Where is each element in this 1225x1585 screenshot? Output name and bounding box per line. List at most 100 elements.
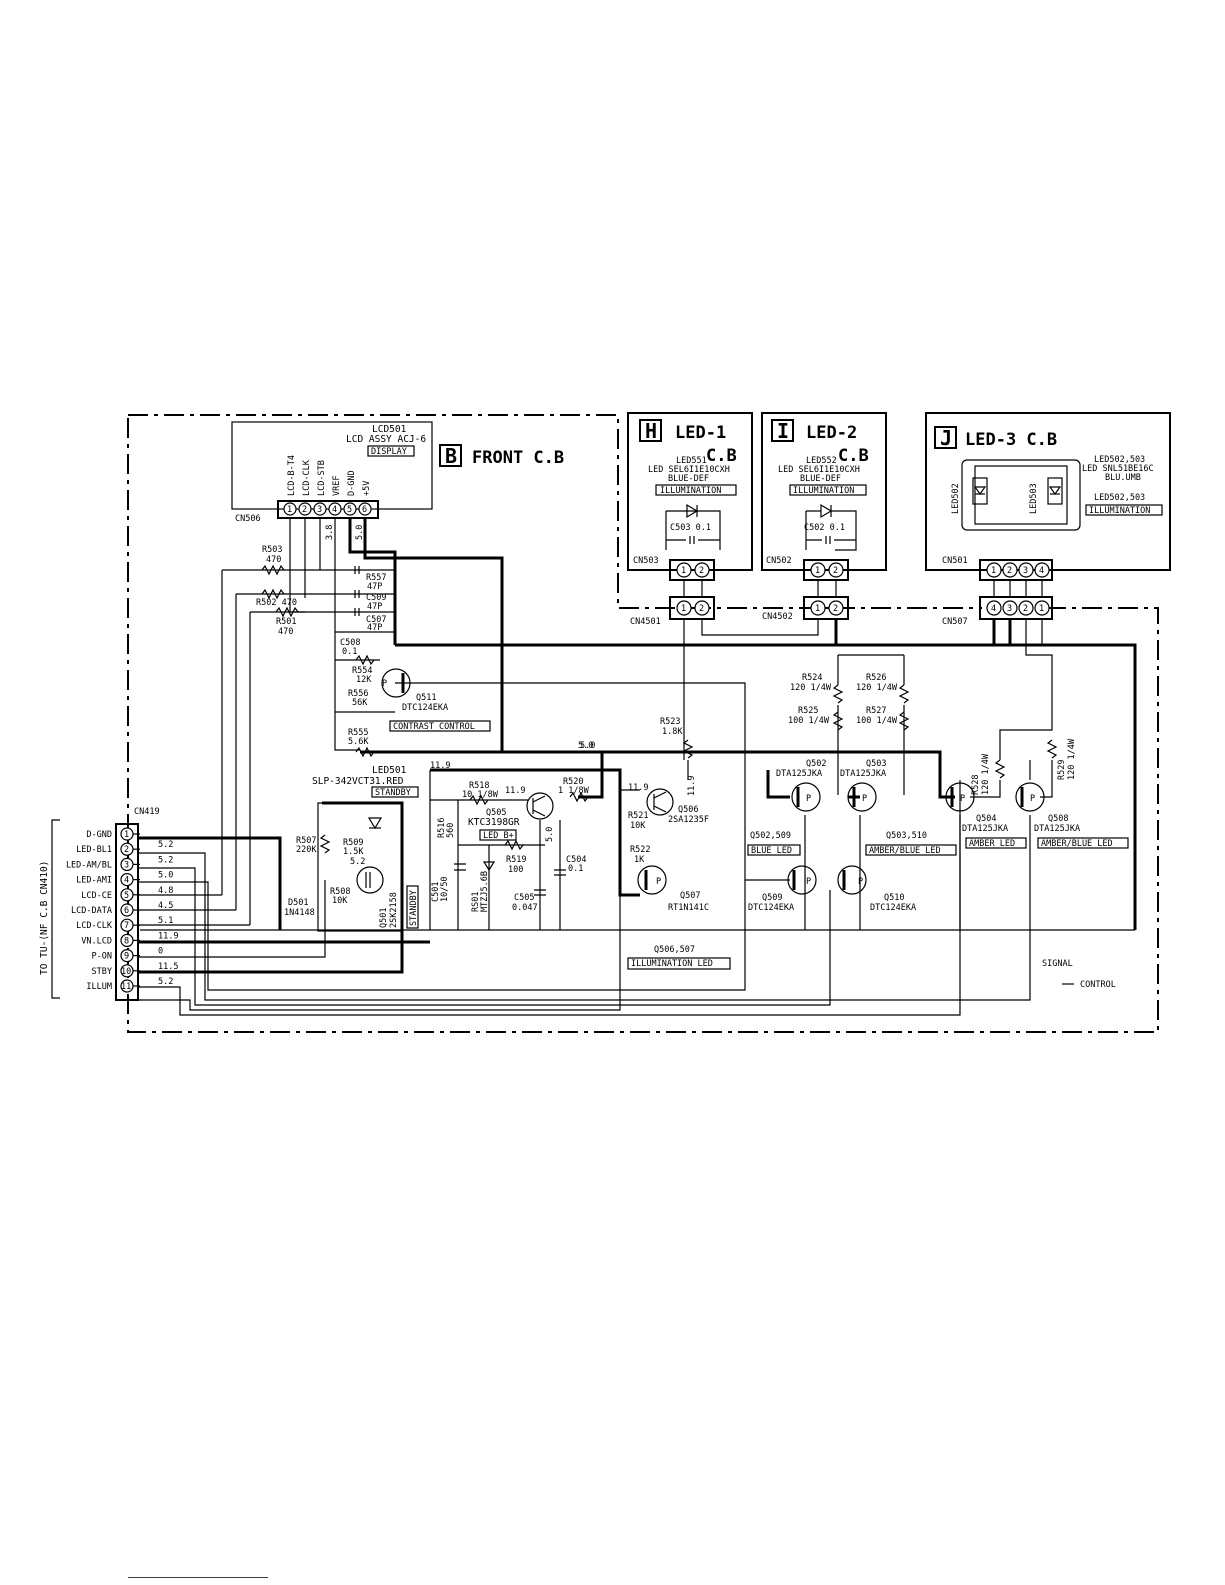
cn419-voltage: 4.5 — [158, 901, 173, 911]
svg-text:LED-2: LED-2 — [806, 423, 857, 443]
svg-text:1: 1 — [681, 604, 686, 614]
svg-text:LED502: LED502 — [951, 483, 961, 514]
transistor-q507-icon: P — [637, 865, 667, 895]
svg-text:R520: R520 — [563, 777, 583, 787]
svg-text:R508: R508 — [330, 887, 350, 897]
svg-text:ILLUMINATION: ILLUMINATION — [660, 486, 721, 496]
svg-text:AMBER/BLUE LED: AMBER/BLUE LED — [1041, 839, 1113, 849]
cn419-pin-number: 8 — [124, 936, 129, 946]
led2-board: I LED-2 C.B LED552 LED SEL6I1E10CXH BLUE… — [761, 412, 887, 571]
svg-text:R507: R507 — [296, 836, 316, 846]
transistor-q505-icon — [526, 792, 554, 820]
svg-text:1: 1 — [681, 566, 686, 576]
svg-text:CN507: CN507 — [942, 617, 968, 627]
svg-text:C.B: C.B — [838, 446, 869, 466]
svg-text:0.047: 0.047 — [512, 903, 538, 913]
svg-text:10/50: 10/50 — [440, 876, 450, 902]
cn419-signal-label: LCD-CE — [81, 891, 112, 901]
svg-text:Q509: Q509 — [762, 893, 782, 903]
svg-text:R555: R555 — [348, 728, 368, 738]
svg-text:LED SEL6I1E10CXH: LED SEL6I1E10CXH — [648, 465, 730, 475]
transistor-q510-icon: P — [837, 865, 867, 895]
cn502-connector: 1 2 — [803, 559, 849, 581]
resistor-r523-icon — [682, 739, 694, 759]
cn419-voltage: 4.8 — [158, 886, 173, 896]
svg-text:STANDBY: STANDBY — [375, 788, 411, 798]
cn419-pin-number: 5 — [124, 891, 129, 901]
capacitor-c509-icon — [354, 590, 360, 598]
cn419-voltage: 11.9 — [158, 931, 178, 941]
cn419-signal-label: P-ON — [92, 952, 112, 962]
cn419-voltage: 5.2 — [158, 840, 173, 850]
svg-text:DISPLAY: DISPLAY — [371, 447, 407, 457]
resistor-r527-icon — [898, 711, 910, 731]
svg-text:11.9: 11.9 — [505, 786, 525, 796]
svg-text:2SA1235F: 2SA1235F — [668, 815, 709, 825]
capacitor-c557-icon — [354, 566, 360, 574]
svg-text:220K: 220K — [296, 845, 317, 855]
svg-text:Q501: Q501 — [379, 908, 389, 928]
cn419-pin-number: 6 — [124, 906, 129, 916]
svg-text:P: P — [862, 794, 867, 804]
led551-diode-icon — [680, 503, 704, 519]
svg-text:47P: 47P — [367, 623, 382, 633]
svg-text:5.0: 5.0 — [578, 741, 593, 751]
svg-text:C502 0.1: C502 0.1 — [804, 523, 845, 533]
svg-text:Q511: Q511 — [416, 693, 436, 703]
svg-text:C501: C501 — [431, 882, 441, 902]
svg-text:Q506,507: Q506,507 — [654, 945, 695, 955]
svg-text:11.9: 11.9 — [628, 783, 648, 793]
svg-text:100: 100 — [508, 865, 523, 875]
svg-text:DTA125JKA: DTA125JKA — [1034, 824, 1080, 834]
led501-diode-icon — [367, 817, 383, 830]
svg-text:FRONT C.B: FRONT C.B — [472, 448, 564, 468]
svg-text:P: P — [806, 794, 811, 804]
svg-text:LED SEL6I1E10CXH: LED SEL6I1E10CXH — [778, 465, 860, 475]
svg-text:1: 1 — [287, 505, 292, 515]
svg-text:P: P — [656, 877, 661, 887]
footer-link-underline[interactable] — [128, 1577, 268, 1578]
svg-text:AMBER LED: AMBER LED — [969, 839, 1015, 849]
svg-text:P: P — [382, 679, 387, 689]
svg-text:560: 560 — [446, 823, 456, 838]
svg-text:R518: R518 — [469, 781, 489, 791]
cn419-pin-number: 11 — [121, 982, 131, 992]
resistor-r502-icon — [261, 588, 285, 600]
svg-text:5.0: 5.0 — [580, 741, 595, 751]
svg-text:CN4502: CN4502 — [762, 612, 793, 622]
cn419-signal-label: VN.LCD — [81, 936, 112, 946]
led1-board: H LED-1 C.B LED551 LED SEL6I1E10CXH BLUE… — [627, 412, 753, 571]
svg-text:120 1/4W: 120 1/4W — [856, 683, 898, 693]
svg-text:2: 2 — [699, 604, 704, 614]
cn507-connector: 4 3 2 1 CN507 — [942, 596, 1053, 627]
cn501-connector: 1 2 3 4 — [979, 559, 1053, 581]
svg-text:R522: R522 — [630, 845, 650, 855]
svg-text:LED501: LED501 — [372, 765, 407, 776]
svg-text:Q503,510: Q503,510 — [886, 831, 927, 841]
svg-text:R556: R556 — [348, 689, 368, 699]
svg-text:CN4501: CN4501 — [630, 617, 661, 627]
svg-text:R554: R554 — [352, 666, 372, 676]
svg-text:R524: R524 — [802, 673, 822, 683]
resistor-r507-icon — [319, 834, 331, 854]
svg-text:2: 2 — [699, 566, 704, 576]
lcd-assembly: LCD501 LCD ASSY ACJ-6 DISPLAY LCD-B-T4 L… — [231, 421, 433, 540]
resistor-r524-icon — [832, 684, 844, 704]
svg-text:0.1: 0.1 — [568, 864, 583, 874]
svg-text:4: 4 — [1039, 566, 1044, 576]
svg-text:R503: R503 — [262, 545, 282, 555]
svg-text:LED SNL51BE16C: LED SNL51BE16C — [1082, 464, 1154, 474]
svg-text:470: 470 — [266, 555, 281, 565]
svg-text:DTA125JKA: DTA125JKA — [962, 824, 1008, 834]
cn419-signal-label: LED-AMI — [76, 876, 112, 886]
cn506-pins: 1 2 3 4 5 6 — [283, 502, 372, 516]
cn4501-connector: 1 2 CN4501 — [630, 596, 715, 627]
svg-text:STANDBY: STANDBY — [409, 890, 419, 926]
svg-text:ILLUMINATION: ILLUMINATION — [793, 486, 854, 496]
svg-text:ILLUMINATION: ILLUMINATION — [1089, 506, 1150, 516]
svg-text:LCD-STB: LCD-STB — [317, 460, 327, 496]
svg-text:BLUE-DEF: BLUE-DEF — [668, 474, 709, 484]
svg-text:LED552: LED552 — [806, 456, 837, 466]
svg-text:LED502,503: LED502,503 — [1094, 493, 1145, 503]
svg-text:Q506: Q506 — [678, 805, 698, 815]
